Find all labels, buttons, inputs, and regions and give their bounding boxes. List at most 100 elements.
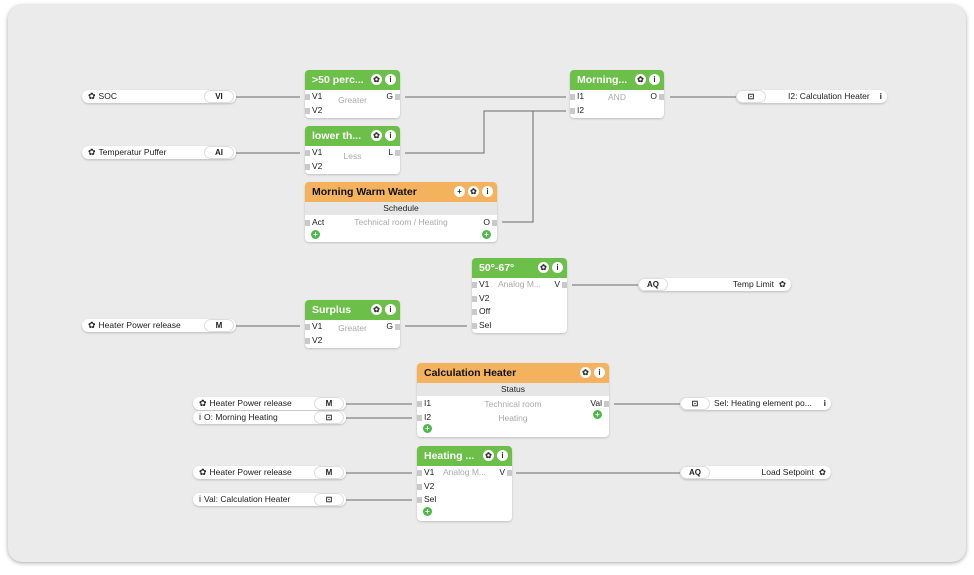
add-input-icon[interactable]: + xyxy=(423,507,432,516)
gear-icon[interactable]: ✿ xyxy=(371,130,382,141)
input-type-tag: ⊡ xyxy=(314,411,344,424)
input-pin[interactable]: V1 xyxy=(304,146,322,160)
output-type-tag: AQ xyxy=(680,466,710,479)
input-type-tag: M xyxy=(204,319,234,332)
input-pin[interactable]: Sel xyxy=(416,493,436,507)
output-pin[interactable]: L xyxy=(388,146,400,160)
input-pin[interactable]: Sel xyxy=(471,319,491,333)
gear-icon[interactable]: ✿ xyxy=(371,304,382,315)
input-pin[interactable]: V2 xyxy=(304,334,322,348)
input-pin[interactable]: I1 xyxy=(569,90,584,104)
input-pin[interactable]: I2 xyxy=(569,104,584,118)
info-icon[interactable]: i xyxy=(385,304,396,315)
gear-icon[interactable]: ✿ xyxy=(468,186,479,197)
input-pin[interactable]: V1 xyxy=(304,90,322,104)
gear-icon[interactable]: ✿ xyxy=(538,262,549,273)
gear-icon[interactable]: ✿ xyxy=(778,279,786,289)
output-load-setpoint[interactable]: AQ Load Setpoint ✿ xyxy=(680,466,831,479)
input-pin[interactable]: I1 xyxy=(416,397,431,411)
add-output-icon[interactable]: + xyxy=(482,230,491,239)
info-icon[interactable]: i xyxy=(385,130,396,141)
input-soc[interactable]: ✿SOC VI xyxy=(82,90,236,103)
output-type-tag: ⊡ xyxy=(680,397,710,410)
block-subtitle: Status xyxy=(417,383,609,396)
input-type-tag: M xyxy=(314,466,344,479)
input-pin[interactable]: V1 xyxy=(471,278,489,292)
input-pin[interactable]: V1 xyxy=(304,320,322,334)
block-function: AND xyxy=(608,92,626,102)
input-pin[interactable]: Act xyxy=(304,216,324,230)
input-heater-power-release-3[interactable]: ✿Heater Power release M xyxy=(193,466,346,479)
block-and[interactable]: Morning... ✿i I1 AND O I2 xyxy=(569,70,664,118)
input-label: O: Morning Heating xyxy=(204,412,278,422)
add-input-icon[interactable]: + xyxy=(311,230,320,239)
input-label: Heater Power release xyxy=(209,467,292,477)
info-icon[interactable]: i xyxy=(552,262,563,273)
output-heating-element[interactable]: ⊡ Sel: Heating element po... i xyxy=(680,397,831,410)
gear-icon[interactable]: ✿ xyxy=(483,450,494,461)
input-heater-power-release-2[interactable]: ✿Heater Power release M xyxy=(193,397,346,410)
input-pin[interactable]: V2 xyxy=(471,292,489,306)
gear-icon[interactable]: ✿ xyxy=(371,74,382,85)
info-icon[interactable]: i xyxy=(497,450,508,461)
output-temp-limit[interactable]: AQ Temp Limit ✿ xyxy=(638,278,791,291)
output-label: I2: Calculation Heater xyxy=(788,91,870,101)
block-title: Morning... xyxy=(577,74,628,86)
gear-icon[interactable]: ✿ xyxy=(635,74,646,85)
gear-icon: ✿ xyxy=(199,398,207,408)
output-label: Load Setpoint xyxy=(761,467,814,477)
block-function: Greater xyxy=(338,323,367,333)
input-pin[interactable]: V2 xyxy=(304,104,322,118)
info-icon[interactable]: i xyxy=(482,186,493,197)
output-pin[interactable]: Val xyxy=(590,397,609,411)
output-pin[interactable]: V xyxy=(499,466,512,480)
add-output-icon[interactable]: + xyxy=(593,410,602,419)
block-function: Technical room xyxy=(484,399,542,409)
info-icon[interactable]: i xyxy=(823,398,826,408)
info-icon[interactable]: i xyxy=(594,367,605,378)
plus-icon[interactable]: + xyxy=(454,186,465,197)
output-label: Temp Limit xyxy=(732,279,774,289)
input-pin[interactable]: V2 xyxy=(304,160,322,174)
gear-icon: ✿ xyxy=(88,147,96,157)
block-title: lower th... xyxy=(312,130,362,142)
output-pin[interactable]: G xyxy=(386,90,400,104)
info-icon: i xyxy=(199,412,201,422)
add-input-icon[interactable]: + xyxy=(423,424,432,433)
output-label: Sel: Heating element po... xyxy=(714,398,812,408)
input-type-tag: ⊡ xyxy=(314,493,344,506)
block-function: Analog M... xyxy=(443,467,486,477)
input-label: Heater Power release xyxy=(209,398,292,408)
info-icon: i xyxy=(199,494,201,504)
input-heater-power-release-1[interactable]: ✿Heater Power release M xyxy=(82,319,236,332)
block-title: >50 perc... xyxy=(312,74,364,86)
gear-icon: ✿ xyxy=(88,91,96,101)
output-pin[interactable]: O xyxy=(650,90,664,104)
info-icon[interactable]: i xyxy=(649,74,660,85)
input-pin[interactable]: V1 xyxy=(416,466,434,480)
output-calculation-heater[interactable]: ⊡ I2: Calculation Heater i xyxy=(736,90,887,103)
gear-icon: ✿ xyxy=(88,320,96,330)
input-pin[interactable]: V2 xyxy=(416,480,434,494)
output-pin[interactable]: O xyxy=(483,216,497,230)
output-pin[interactable]: V xyxy=(554,278,567,292)
input-temperatur-puffer[interactable]: ✿Temperatur Puffer AI xyxy=(82,146,236,159)
input-pin[interactable]: Off xyxy=(471,305,490,319)
gear-icon[interactable]: ✿ xyxy=(818,467,826,477)
gear-icon[interactable]: ✿ xyxy=(580,367,591,378)
info-icon[interactable]: i xyxy=(385,74,396,85)
block-title: 50°-67° xyxy=(479,262,515,274)
input-label: SOC xyxy=(98,91,117,101)
output-pin[interactable]: G xyxy=(386,320,400,334)
info-icon[interactable]: i xyxy=(879,91,882,101)
input-pin[interactable]: I2 xyxy=(416,411,431,425)
